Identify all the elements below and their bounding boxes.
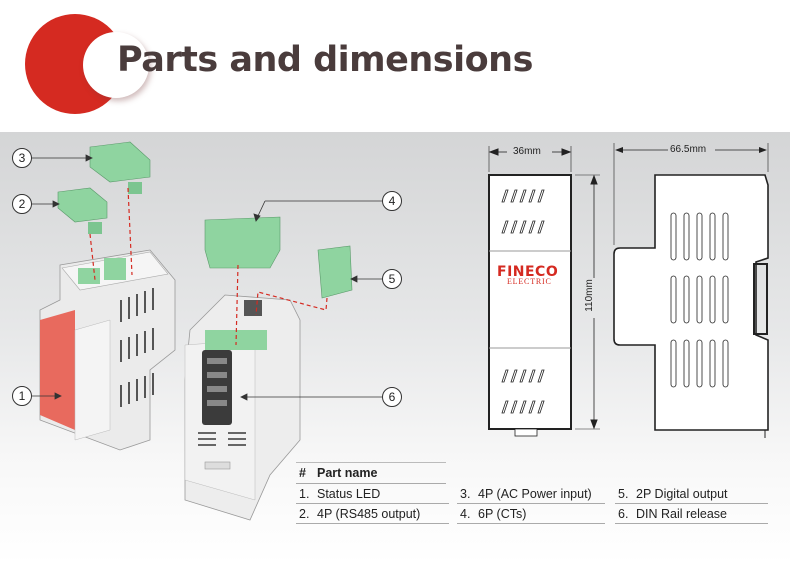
- callout-leaders: [31, 154, 383, 401]
- table-row: 2.4P (RS485 output) 4.6P (CTs) 6.DIN Rai…: [296, 504, 768, 524]
- table-cell: 6.DIN Rail release: [615, 504, 768, 524]
- guide-lines: [89, 187, 328, 346]
- device-left: [39, 249, 176, 451]
- table-row: 1.Status LED 3.4P (AC Power input) 5.2P …: [296, 484, 768, 504]
- callout-5: 5: [382, 269, 402, 289]
- callout-2: 2: [12, 194, 32, 214]
- white-circle-decoration: [83, 32, 149, 98]
- table-header: # Part name: [296, 462, 446, 484]
- callout-6: 6: [382, 387, 402, 407]
- device-right: [184, 294, 301, 521]
- depth-dimension-label: 66.5mm: [670, 144, 707, 155]
- side-view-drawing: [613, 143, 769, 438]
- parts-table: # Part name 1.Status LED 3.4P (AC Power …: [296, 462, 768, 524]
- table-cell: 2.4P (RS485 output): [296, 504, 449, 524]
- front-view-drawing: [488, 146, 600, 437]
- terminal-block-4: [204, 216, 281, 269]
- table-cell: 5.2P Digital output: [615, 484, 768, 504]
- header: Parts and dimensions: [0, 0, 790, 132]
- brand-logo: FINECO ELECTRIC: [497, 264, 559, 286]
- table-cell: 1.Status LED: [296, 484, 449, 504]
- width-dimension-label: 36mm: [513, 146, 541, 157]
- callout-3: 3: [12, 148, 32, 168]
- table-cell: 3.4P (AC Power input): [457, 484, 605, 504]
- table-cell: 4.6P (CTs): [457, 504, 605, 524]
- callout-4: 4: [382, 191, 402, 211]
- terminal-block-2: [57, 187, 108, 234]
- terminal-block-3: [89, 141, 151, 194]
- callout-1: 1: [12, 386, 32, 406]
- page-title: Parts and dimensions: [117, 40, 533, 80]
- height-dimension-label: 110mm: [583, 279, 595, 312]
- terminal-block-5: [317, 245, 353, 299]
